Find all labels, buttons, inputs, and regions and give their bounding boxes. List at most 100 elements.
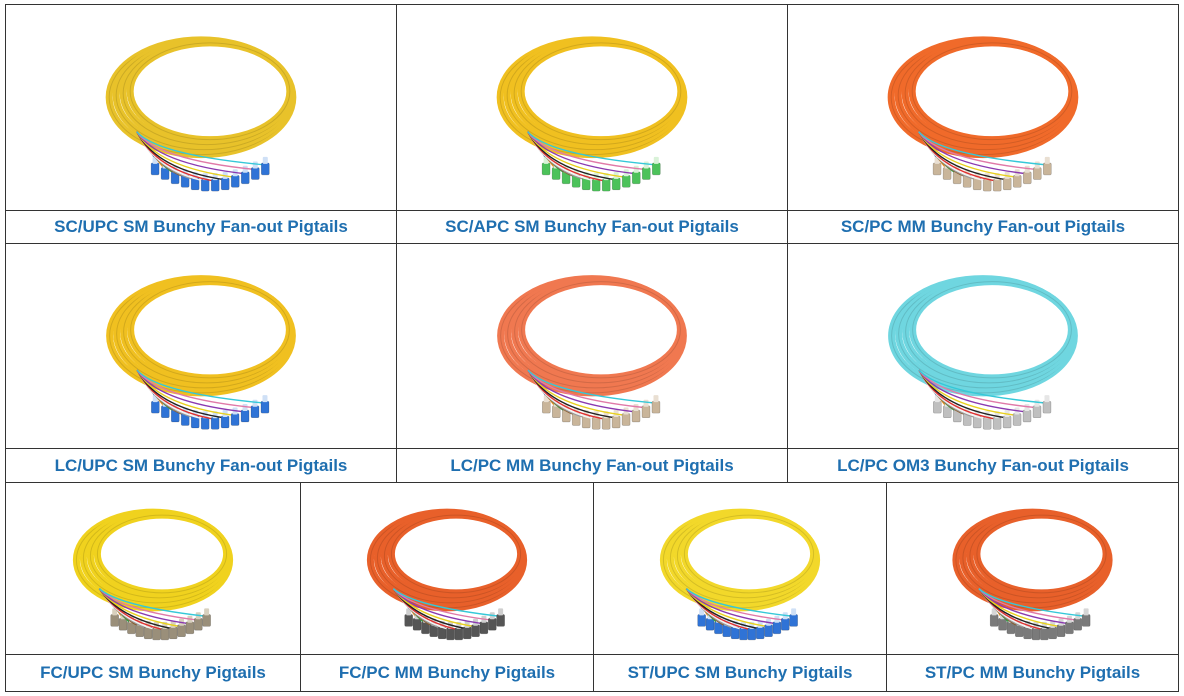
connector-icon bbox=[1042, 395, 1052, 414]
connector-icon bbox=[210, 173, 220, 192]
product-card[interactable]: ST/UPC SM Bunchy Pigtails bbox=[593, 482, 887, 692]
connector-icon bbox=[789, 608, 798, 627]
pigtail-illustration bbox=[105, 36, 297, 192]
pigtail-sc-upc-sm-image[interactable] bbox=[6, 5, 396, 211]
connector-icon bbox=[611, 409, 621, 429]
connector-icon bbox=[601, 173, 611, 192]
product-card[interactable]: LC/PC MM Bunchy Fan-out Pigtails bbox=[396, 243, 788, 483]
product-card[interactable]: LC/UPC SM Bunchy Fan-out Pigtails bbox=[5, 243, 397, 483]
product-caption[interactable]: SC/PC MM Bunchy Fan-out Pigtails bbox=[840, 217, 1126, 236]
connector-icon bbox=[250, 161, 260, 180]
connector-icon bbox=[631, 403, 641, 423]
product-card[interactable]: ST/PC MM Bunchy Pigtails bbox=[886, 482, 1179, 692]
connector-icon bbox=[541, 156, 551, 176]
connector-icon bbox=[621, 169, 631, 188]
fan-out-fibers bbox=[918, 131, 1052, 192]
fan-out-fibers bbox=[98, 588, 211, 641]
product-caption[interactable]: LC/PC OM3 Bunchy Fan-out Pigtails bbox=[837, 455, 1129, 475]
connector-icon bbox=[1002, 409, 1012, 429]
connector-icon bbox=[1002, 171, 1012, 191]
pigtail-illustration bbox=[659, 508, 821, 641]
pigtail-fc-pc-mm-image[interactable] bbox=[301, 483, 593, 655]
cable-coil bbox=[888, 275, 1078, 397]
connector-icon bbox=[697, 608, 706, 627]
connector-icon bbox=[933, 395, 942, 414]
product-card[interactable]: SC/APC SM Bunchy Fan-out Pigtails bbox=[396, 4, 788, 244]
connector-icon bbox=[202, 608, 211, 627]
cable-coil bbox=[952, 508, 1113, 612]
connector-icon bbox=[240, 165, 250, 185]
fan-out-fibers bbox=[392, 588, 505, 641]
connector-icon bbox=[651, 395, 661, 414]
connector-icon bbox=[992, 173, 1002, 192]
pigtail-illustration bbox=[496, 36, 688, 192]
pigtail-illustration bbox=[888, 275, 1078, 430]
connector-icon bbox=[1012, 407, 1022, 426]
connector-icon bbox=[210, 411, 220, 430]
cable-coil bbox=[496, 36, 688, 159]
cable-coil bbox=[72, 508, 234, 612]
fan-out-fibers bbox=[685, 588, 798, 641]
product-caption[interactable]: SC/UPC SM Bunchy Fan-out Pigtails bbox=[54, 217, 348, 236]
product-card[interactable]: FC/PC MM Bunchy Pigtails bbox=[300, 482, 594, 692]
cable-coil bbox=[497, 275, 687, 397]
product-caption[interactable]: FC/UPC SM Bunchy Pigtails bbox=[40, 663, 266, 682]
connector-icon bbox=[110, 608, 119, 627]
connector-icon bbox=[611, 171, 621, 191]
pigtail-illustration bbox=[952, 508, 1113, 641]
product-caption[interactable]: SC/APC SM Bunchy Fan-out Pigtails bbox=[445, 217, 739, 236]
pigtail-st-upc-sm-image[interactable] bbox=[594, 483, 886, 655]
product-caption[interactable]: LC/PC MM Bunchy Fan-out Pigtails bbox=[450, 455, 734, 475]
product-caption[interactable]: FC/PC MM Bunchy Pigtails bbox=[338, 663, 556, 682]
pigtail-fc-upc-sm-image[interactable] bbox=[6, 483, 300, 655]
connector-icon bbox=[462, 620, 472, 640]
connector-icon bbox=[230, 169, 240, 188]
connector-icon bbox=[631, 165, 641, 185]
fan-out-fibers bbox=[527, 369, 661, 430]
connector-icon bbox=[150, 156, 160, 176]
cable-coil bbox=[106, 275, 296, 397]
fan-out-fibers bbox=[136, 131, 270, 192]
fan-out-fibers bbox=[136, 369, 270, 430]
pigtail-illustration bbox=[497, 275, 687, 430]
connector-icon bbox=[651, 156, 661, 176]
fan-out-fibers bbox=[978, 588, 1091, 641]
product-card[interactable]: SC/PC MM Bunchy Fan-out Pigtails bbox=[787, 4, 1179, 244]
pigtail-sc-pc-mm-image[interactable] bbox=[788, 5, 1178, 211]
connector-icon bbox=[260, 395, 270, 414]
connector-icon bbox=[404, 608, 413, 627]
product-caption[interactable]: LC/UPC SM Bunchy Fan-out Pigtails bbox=[54, 455, 348, 475]
pigtail-lc-pc-om3-image[interactable] bbox=[788, 244, 1178, 449]
pigtail-st-pc-mm-image[interactable] bbox=[887, 483, 1178, 655]
pigtail-illustration bbox=[366, 508, 528, 641]
pigtail-lc-upc-sm-image[interactable] bbox=[6, 244, 396, 449]
connector-icon bbox=[240, 403, 250, 423]
connector-icon bbox=[601, 411, 611, 430]
connector-icon bbox=[755, 620, 765, 640]
pigtail-sc-apc-sm-image[interactable] bbox=[397, 5, 787, 211]
product-grid: SC/UPC SM Bunchy Fan-out Pigtails SC/APC … bbox=[5, 4, 1179, 692]
connector-icon bbox=[471, 618, 480, 638]
connector-icon bbox=[1048, 620, 1057, 640]
connector-icon bbox=[220, 171, 230, 191]
cable-coil bbox=[366, 508, 528, 612]
pigtail-illustration bbox=[106, 275, 296, 430]
connector-icon bbox=[989, 608, 999, 627]
product-caption[interactable]: ST/UPC SM Bunchy Pigtails bbox=[627, 663, 853, 682]
product-card[interactable]: FC/UPC SM Bunchy Pigtails bbox=[5, 482, 301, 692]
pigtail-lc-pc-mm-image[interactable] bbox=[397, 244, 787, 449]
fan-out-fibers bbox=[527, 131, 661, 192]
cable-coil bbox=[105, 36, 297, 159]
fan-out-fibers bbox=[918, 369, 1052, 430]
connector-icon bbox=[1081, 608, 1091, 627]
product-caption[interactable]: ST/PC MM Bunchy Pigtails bbox=[924, 663, 1141, 682]
connector-icon bbox=[1042, 156, 1052, 176]
connector-icon bbox=[496, 608, 505, 627]
connector-icon bbox=[730, 620, 740, 640]
product-card[interactable]: LC/PC OM3 Bunchy Fan-out Pigtails bbox=[787, 243, 1179, 483]
pigtail-illustration bbox=[887, 36, 1079, 192]
connector-icon bbox=[1022, 403, 1032, 423]
cable-coil bbox=[887, 36, 1079, 159]
cable-coil bbox=[659, 508, 821, 612]
product-card[interactable]: SC/UPC SM Bunchy Fan-out Pigtails bbox=[5, 4, 397, 244]
